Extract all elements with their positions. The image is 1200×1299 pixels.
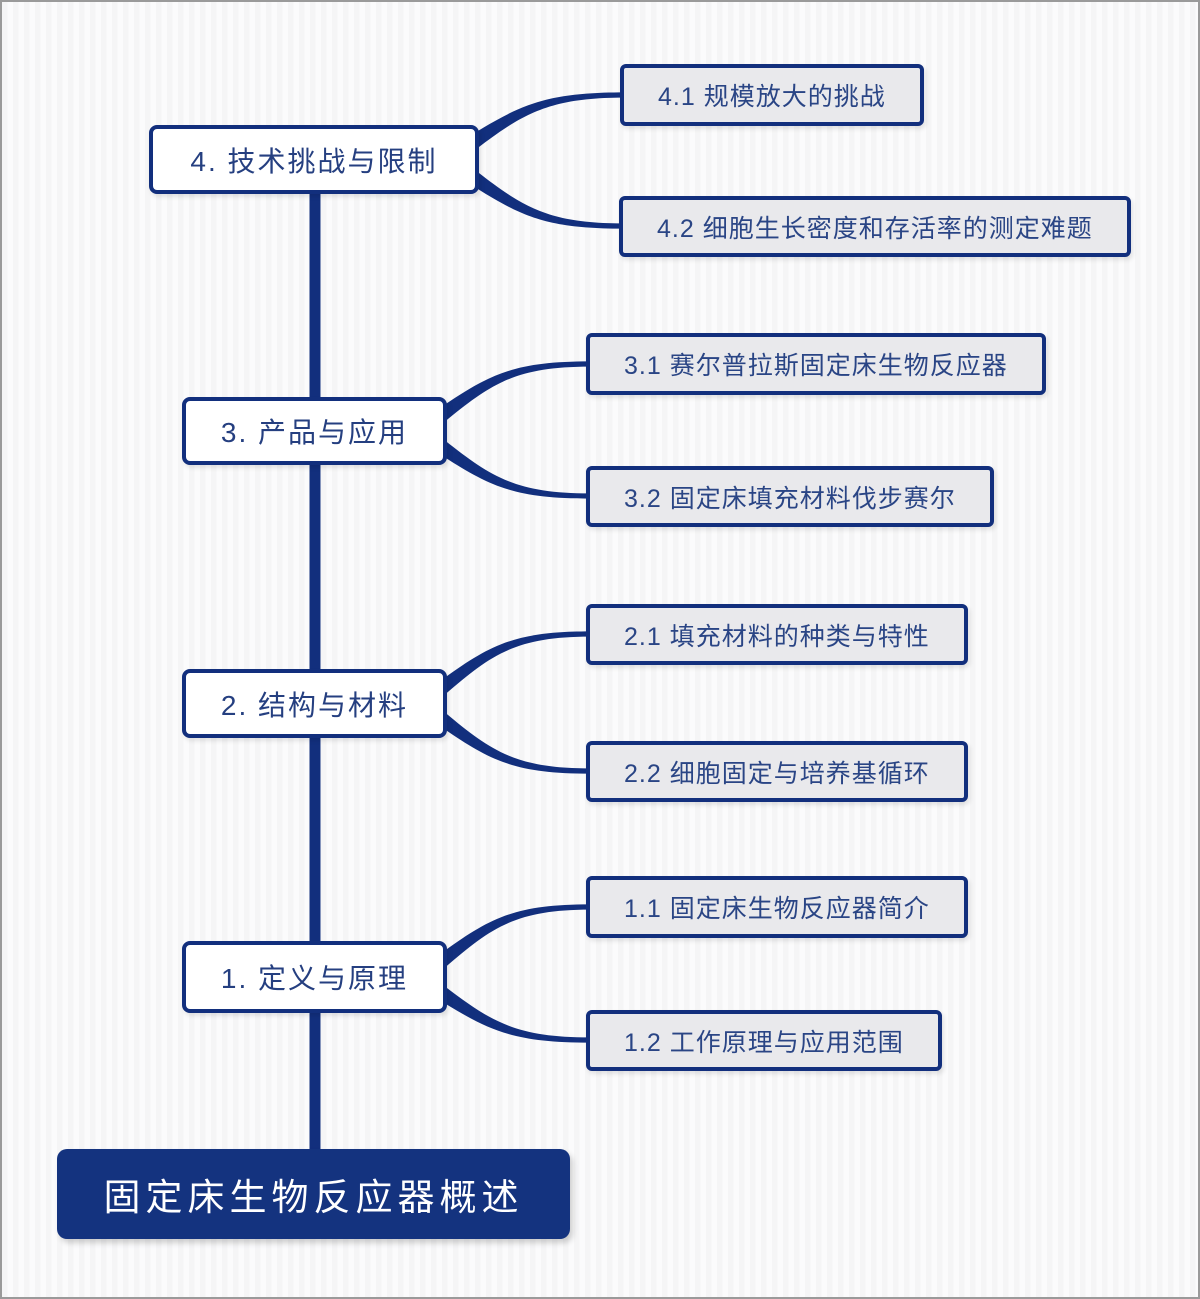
subtopic-node-4-2[interactable]: 4.2 细胞生长密度和存活率的测定难题 xyxy=(619,196,1131,257)
subtopic-node-1-2-label: 1.2 工作原理与应用范围 xyxy=(624,1028,904,1057)
subtopic-node-4-2-label: 4.2 细胞生长密度和存活率的测定难题 xyxy=(657,214,1093,243)
branch-node-2-label: 2. 结构与材料 xyxy=(220,689,409,721)
subtopic-node-3-2-label: 3.2 固定床填充材料伐步赛尔 xyxy=(624,484,956,513)
subtopic-node-2-1[interactable]: 2.1 填充材料的种类与特性 xyxy=(586,604,968,665)
connector-curve xyxy=(445,361,590,422)
connector-curve xyxy=(445,986,590,1043)
subtopic-node-3-2[interactable]: 3.2 固定床填充材料伐步赛尔 xyxy=(586,466,994,527)
connector-curve xyxy=(477,171,623,229)
trunk-line xyxy=(309,159,321,1157)
connector-curve xyxy=(445,712,590,774)
branch-node-1[interactable]: 1. 定义与原理 xyxy=(182,941,447,1013)
subtopic-node-1-1-label: 1.1 固定床生物反应器简介 xyxy=(624,895,930,923)
subtopic-node-1-2[interactable]: 1.2 工作原理与应用范围 xyxy=(586,1010,942,1071)
branch-node-4[interactable]: 4. 技术挑战与限制 xyxy=(149,125,479,194)
root-node-label: 固定床生物反应器概述 xyxy=(103,1177,524,1218)
branch-node-3-label: 3. 产品与应用 xyxy=(220,417,409,448)
branch-node-3[interactable]: 3. 产品与应用 xyxy=(182,397,447,465)
root-node[interactable]: 固定床生物反应器概述 xyxy=(57,1149,570,1239)
subtopic-node-2-2-label: 2.2 细胞固定与培养基循环 xyxy=(624,759,930,788)
connector-curve xyxy=(445,440,590,499)
branch-node-1-label: 1. 定义与原理 xyxy=(220,963,409,994)
subtopic-node-2-1-label: 2.1 填充材料的种类与特性 xyxy=(624,622,930,651)
branch-node-2[interactable]: 2. 结构与材料 xyxy=(182,669,447,738)
subtopic-node-3-1-label: 3.1 赛尔普拉斯固定床生物反应器 xyxy=(624,352,1008,380)
connector-curve xyxy=(445,904,590,968)
branch-connectors xyxy=(445,92,624,1043)
connector-curve xyxy=(477,92,624,149)
subtopic-node-4-1[interactable]: 4.1 规模放大的挑战 xyxy=(620,64,924,126)
branch-node-4-label: 4. 技术挑战与限制 xyxy=(190,145,438,177)
subtopic-node-1-1[interactable]: 1.1 固定床生物反应器简介 xyxy=(586,876,968,938)
subtopic-node-2-2[interactable]: 2.2 细胞固定与培养基循环 xyxy=(586,741,968,802)
subtopic-node-4-1-label: 4.1 规模放大的挑战 xyxy=(658,83,886,111)
subtopic-node-3-1[interactable]: 3.1 赛尔普拉斯固定床生物反应器 xyxy=(586,333,1046,395)
connector-curve xyxy=(445,631,590,695)
